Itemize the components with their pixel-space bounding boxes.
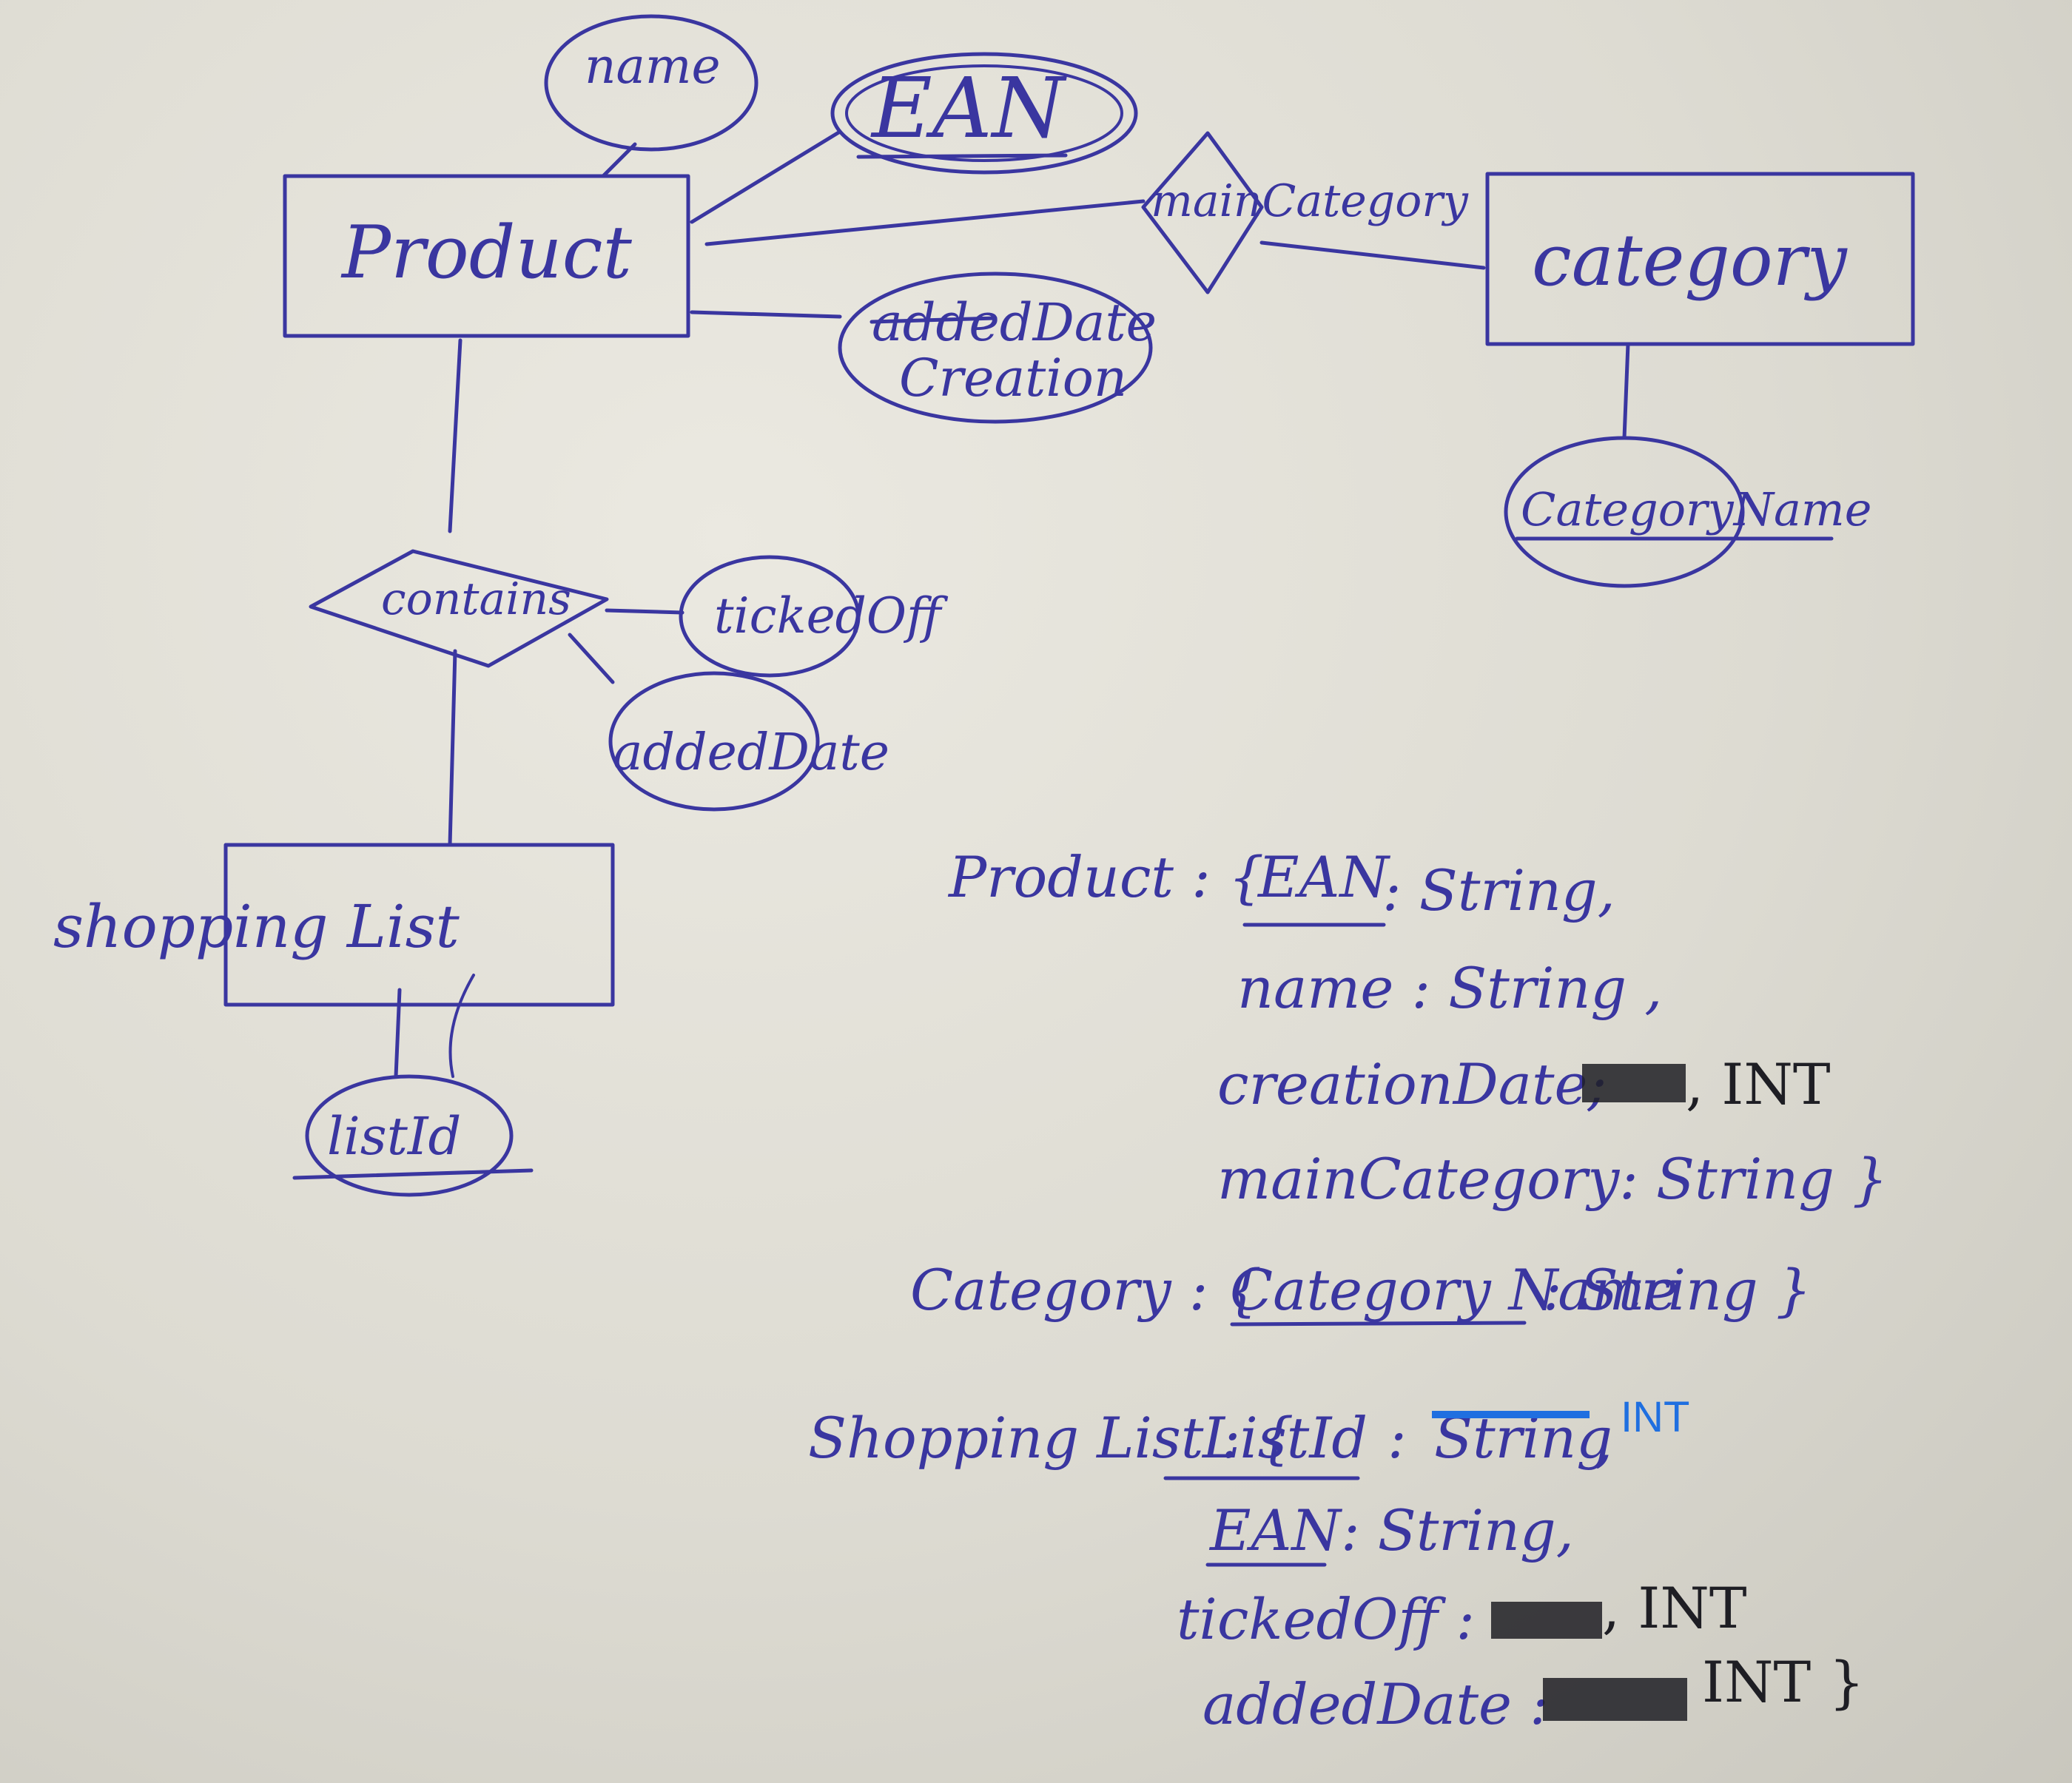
added-date-attribute-ellipse: [608, 671, 820, 812]
name-attribute-ellipse: [544, 14, 758, 152]
added-date-attribute-label: addedDate: [613, 724, 889, 782]
ean-attribute-label: EAN: [870, 61, 1068, 157]
schema-shopping-list-prefix: Shopping List : {: [808, 1405, 1294, 1471]
list-id-key-underline: [292, 1168, 534, 1180]
ticked-off-attribute-link: [605, 608, 684, 615]
schema-category-key-underline: [1230, 1321, 1527, 1327]
schema-shopping-list-added-date-type: INT }: [1702, 1649, 1865, 1715]
category-name-attribute-label: CategoryName: [1521, 482, 1871, 536]
ean-attribute-link: [690, 129, 842, 224]
main-category-relationship-label: mainCategory: [1151, 175, 1469, 227]
schema-category-prefix: Category : {: [910, 1257, 1262, 1323]
schema-shopping-list-added-date: addedDate :: [1202, 1671, 1549, 1737]
shopping-list-entity-box: [223, 843, 615, 1007]
schema-category-key: Category Name: [1230, 1257, 1678, 1323]
creation-date-attribute-link: [690, 310, 842, 319]
ean-attribute-ellipse-outer: [830, 52, 1138, 175]
creation-date-new-label: Creation: [899, 348, 1127, 408]
ticked-off-attribute-ellipse: [679, 555, 861, 678]
category-entity-label: category: [1532, 219, 1849, 302]
name-attribute-link: [601, 142, 637, 178]
schema-product-prefix: Product : {: [947, 844, 1264, 910]
contains-relationship-label: contains: [381, 573, 571, 625]
main-category-relationship-diamond: [1141, 131, 1264, 294]
creation-date-old-label: addedDate: [872, 292, 1157, 353]
ean-key-underline: [856, 153, 1068, 159]
schema-product-creation-date-type: , INT: [1686, 1051, 1831, 1117]
schema-shopping-list-id-colon: :: [1388, 1405, 1407, 1471]
shopping-list-entity-label: shopping List: [53, 892, 460, 961]
name-attribute-label: name: [585, 38, 721, 95]
creation-date-strike: [870, 316, 998, 324]
schema-product-ean-key: EAN: [1257, 844, 1390, 910]
schema-product-scribble: [1582, 1064, 1686, 1102]
list-id-attribute-ellipse: [305, 1074, 514, 1197]
schema-product-name: name : String ,: [1237, 955, 1662, 1021]
product-entity-box: [283, 174, 690, 338]
schema-product-creation-date: creationDate;: [1217, 1051, 1607, 1117]
schema-shopping-list-id-new-type: INT: [1621, 1393, 1689, 1441]
ean-attribute-ellipse-inner: [845, 64, 1123, 162]
contains-shopping-list-link: [448, 649, 457, 847]
schema-shopping-list-scribble-1: [1491, 1602, 1602, 1639]
list-id-attribute-link: [394, 988, 402, 1079]
contains-relationship-diamond: [309, 549, 609, 668]
schema-shopping-list-ticked-off-type: , INT: [1602, 1575, 1747, 1641]
added-date-attribute-link: [568, 633, 615, 684]
category-name-attribute-link: [1622, 342, 1630, 440]
category-entity-box: [1485, 172, 1915, 346]
schema-shopping-list-scribble-2: [1543, 1678, 1687, 1721]
schema-product-ean-type: : String,: [1382, 857, 1615, 923]
product-entity-label: Product: [340, 211, 633, 295]
schema-shopping-list-ean-type: : String,: [1341, 1497, 1574, 1563]
schema-shopping-list-id-key: ListId: [1201, 1405, 1368, 1471]
creation-date-attribute-ellipse: [838, 272, 1153, 424]
schema-category-type: : String }: [1543, 1257, 1812, 1323]
product-contains-link: [448, 338, 462, 533]
schema-product-main-category: mainCategory: String }: [1217, 1146, 1888, 1212]
schema-shopping-list-ean-key: EAN: [1208, 1497, 1342, 1563]
list-id-attribute-curve: [448, 974, 475, 1078]
schema-shopping-list-id-comma: ,: [1595, 1409, 1612, 1474]
list-id-attribute-label: listId: [327, 1106, 461, 1167]
product-main-category-link: [704, 199, 1146, 246]
main-category-category-link: [1259, 240, 1486, 270]
schema-shopping-list-ticked-off: tickedOff :: [1177, 1586, 1475, 1652]
ticked-off-attribute-label: tickedOff: [714, 587, 949, 644]
